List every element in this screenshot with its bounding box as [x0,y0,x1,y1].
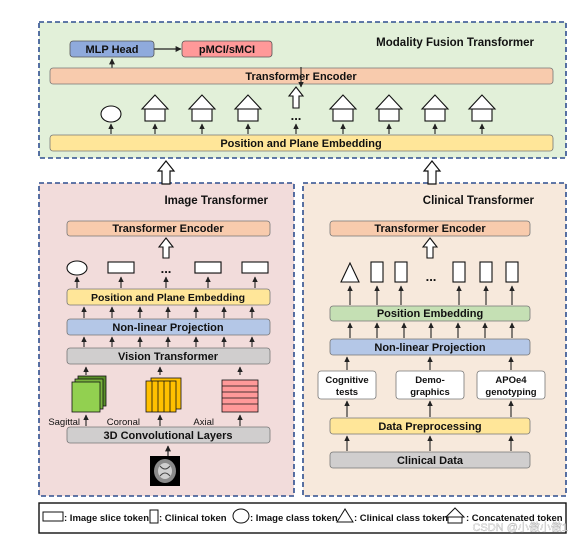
fusion-title: Modality Fusion Transformer [376,37,534,49]
concatenated-token [467,94,497,122]
image-token-ellipsis: ... [161,261,172,276]
conv-layers-label: 3D Convolutional Layers [104,430,233,442]
clinical-encoder-label: Transformer Encoder [374,223,486,235]
legend-clinical-class-label: : Clinical class token [354,513,448,524]
image-encoder-up-arrow [157,237,175,259]
legend-concatenated-symbol [444,507,466,524]
clinical-to-fusion-arrow [422,160,442,185]
cognitive-tests-box [317,370,377,400]
image-slice-token [107,261,135,274]
conv-layers-box [66,426,271,444]
image-encoder-box [66,220,271,237]
fusion-concat-up-arrow [287,86,305,109]
apoe4-box [476,370,546,400]
clinical-token [479,261,493,283]
fusion-token-ellipsis: ... [291,108,302,123]
image-projection-box [66,318,271,336]
apoe4-label-1: APOe4 [495,375,527,386]
clinical-panel-title: Clinical Transformer [423,195,535,207]
image-class-token [100,105,122,123]
clinical-token [370,261,384,283]
demographics-label-2: graphics [410,387,450,398]
data-preprocessing-box [329,417,531,435]
concatenated-token [374,94,404,122]
mlp-head-label: MLP Head [86,44,139,56]
concatenated-token [233,94,263,122]
legend-image-class-label: : Image class token [250,513,338,524]
clinical-embedding-label: Position Embedding [377,308,483,320]
clinical-projection-box [329,338,531,356]
legend-clinical-symbol [149,509,159,524]
image-to-fusion-arrow [156,160,176,185]
clinical-token [394,261,408,283]
coronal-slices [145,377,182,413]
legend-clinical-label: : Clinical token [159,513,227,524]
watermark: CSDN @小傲小傲1 [472,520,568,534]
fusion-embedding-box [49,134,554,152]
cognitive-tests-label-2: tests [336,387,358,398]
concatenated-token [187,94,217,122]
legend-box [38,502,567,534]
demographics-label-1: Demo- [415,375,445,386]
sagittal-slices [71,375,107,413]
legend-clinical-class-symbol [336,508,354,523]
sagittal-label: Sagittal [48,417,80,428]
image-panel-title: Image Transformer [164,195,268,207]
clinical-token-ellipsis: ... [426,269,437,284]
output-box [181,40,273,58]
fusion-embedding-label: Position and Plane Embedding [220,138,381,150]
data-preprocessing-label: Data Preprocessing [378,421,481,433]
concatenated-token [420,94,450,122]
demographics-box [395,370,465,400]
apoe4-label-2: genotyping [485,387,536,398]
legend-image-slice-label: : Image slice token [64,513,149,524]
mri-brain-image [150,456,180,486]
vision-transformer-box [66,347,271,365]
concatenated-token [328,94,358,122]
legend-concatenated-label: : Concatenated token [466,513,563,524]
image-embedding-box [66,288,271,306]
vision-transformer-label: Vision Transformer [118,351,219,363]
image-slice-token [241,261,269,274]
image-slice-token [194,261,222,274]
clinical-encoder-box [329,220,531,237]
image-embedding-label: Position and Plane Embedding [91,292,245,304]
clinical-embedding-box [329,305,531,322]
cognitive-tests-label-1: Cognitive [325,375,368,386]
clinical-projection-label: Non-linear Projection [374,342,486,354]
clinical-token [452,261,466,283]
clinical-data-label: Clinical Data [397,455,464,467]
image-encoder-label: Transformer Encoder [112,223,224,235]
legend-image-class-symbol [232,508,250,524]
axial-slices [221,379,259,413]
concatenated-token [140,94,170,122]
clinical-class-token [340,261,360,283]
image-projection-label: Non-linear Projection [112,322,224,334]
legend-image-slice-symbol [42,511,64,522]
output-label: pMCI/sMCI [199,44,255,56]
image-class-token [66,260,88,276]
coronal-label: Coronal [107,417,140,428]
clinical-data-box [329,451,531,469]
clinical-token [505,261,519,283]
clinical-encoder-up-arrow [421,237,439,259]
axial-label: Axial [193,417,214,428]
